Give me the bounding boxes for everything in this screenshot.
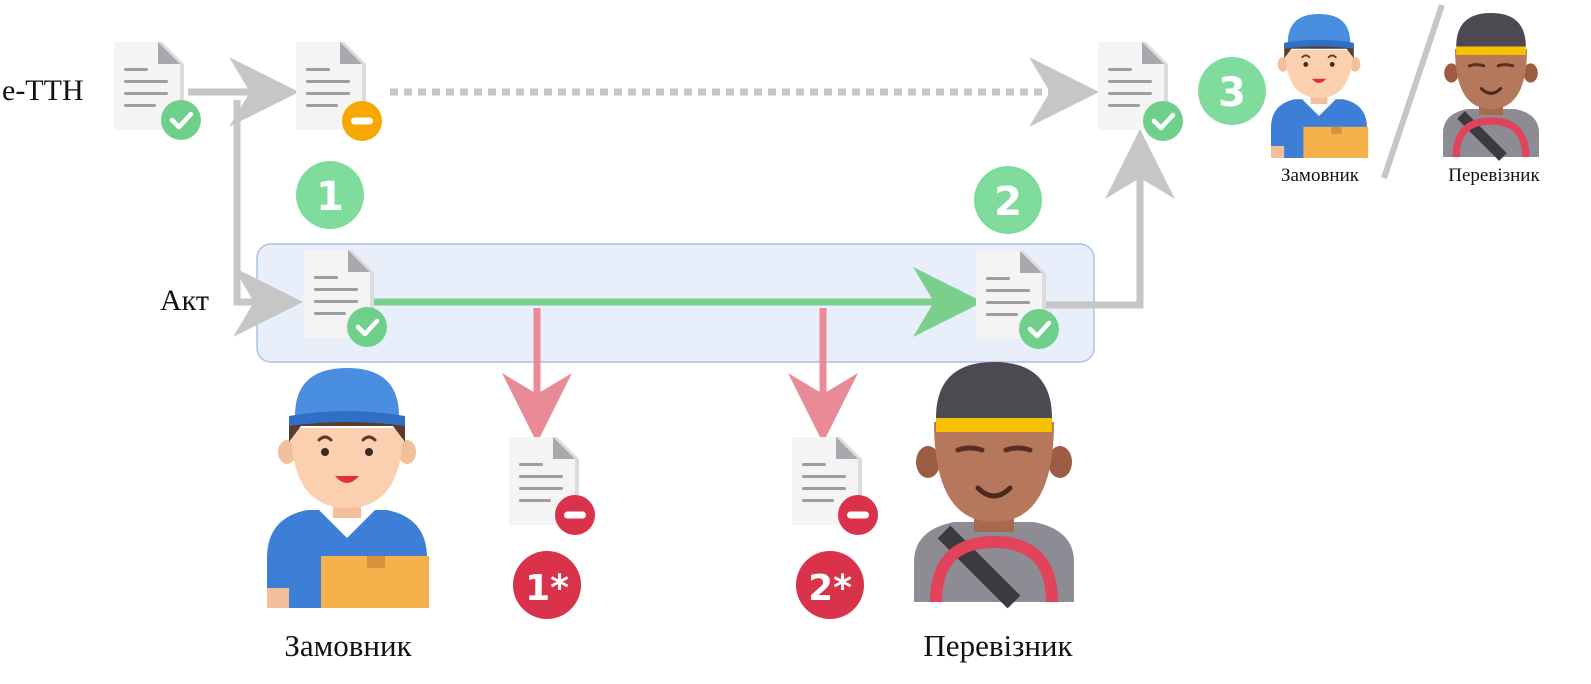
- label-act: Акт: [160, 284, 209, 317]
- badge-reject-1: 1*: [513, 551, 581, 619]
- label-ettn: е-ТТН: [2, 74, 84, 107]
- doc-rejected-2: [792, 437, 878, 535]
- label-carrier-small: Перевізник: [1448, 165, 1540, 186]
- minus-icon: [342, 101, 382, 141]
- badge-reject-2: 2*: [796, 551, 864, 619]
- doc-rejected-1: [509, 437, 595, 535]
- svg-text:1*: 1*: [525, 568, 569, 609]
- badge-step-1: 1: [296, 161, 364, 229]
- badge-step-2: 2: [974, 166, 1042, 234]
- doc-ettn-signed: [114, 42, 201, 140]
- minus-icon: [555, 495, 595, 535]
- arrows: [188, 57, 1175, 443]
- svg-text:3: 3: [1218, 70, 1246, 116]
- label-carrier: Перевізник: [923, 628, 1073, 663]
- arrow-ettn-to-act: [233, 100, 303, 337]
- check-icon: [161, 100, 201, 140]
- doc-ettn-pending: [296, 42, 382, 141]
- carrier-avatar-icon: [914, 362, 1074, 602]
- customer-avatar-small-icon: [1270, 13, 1370, 159]
- customer-avatar-icon: [265, 366, 431, 610]
- doc-ettn-final: [1098, 42, 1183, 141]
- svg-text:2: 2: [994, 179, 1022, 225]
- label-customer-small: Замовник: [1281, 165, 1360, 186]
- badge-step-3: 3: [1198, 57, 1266, 125]
- check-icon: [347, 307, 387, 347]
- separator-slash: [1381, 4, 1445, 179]
- check-icon: [1019, 309, 1059, 349]
- arrow-act-to-final: [1046, 129, 1175, 309]
- check-icon: [1143, 101, 1183, 141]
- svg-text:2*: 2*: [808, 568, 852, 609]
- carrier-avatar-small-icon: [1443, 13, 1539, 157]
- svg-text:1: 1: [316, 174, 344, 220]
- minus-icon: [838, 495, 878, 535]
- label-customer: Замовник: [284, 628, 412, 663]
